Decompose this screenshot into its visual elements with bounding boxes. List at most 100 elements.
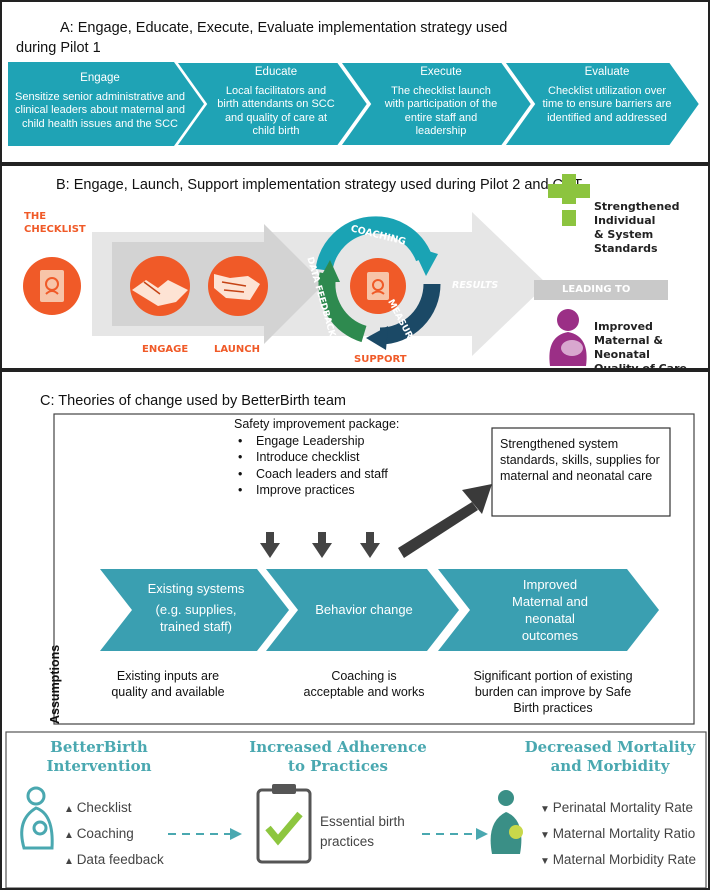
assumptions-label: Assumptions	[48, 644, 62, 724]
outcome-item: ▼ Perinatal Mortality Rate	[540, 800, 693, 815]
outcome-box-line1: Strengthened system	[500, 437, 619, 451]
intervention-item: ▲ Coaching	[64, 826, 134, 841]
head-betterbirth-line2: Intervention	[46, 757, 152, 775]
chevron3-line1: Improved	[522, 577, 578, 592]
leading-to-label: LEADING TO	[562, 284, 631, 295]
step-evaluate-body: Checklist utilization over time to ensur…	[542, 84, 672, 124]
step-educate: Educate Local facilitators and birth att…	[214, 66, 338, 139]
outcome-strengthened-line1: Strengthened	[594, 200, 680, 213]
chevron3-text: Improved Maternal and neonatal outcomes	[470, 576, 630, 644]
clipboard-check-icon	[256, 784, 312, 864]
panel-c: C: Theories of change used by BetterBirt…	[0, 370, 710, 890]
panel-b-graphic	[23, 174, 668, 366]
panel-a-chevrons	[8, 61, 702, 147]
head-mortality-line2: and Morbidity	[550, 757, 670, 775]
outcome-box-line3: maternal and neonatal care	[500, 469, 653, 483]
chevron3-line2: Maternal and	[512, 594, 588, 609]
head-adherence-line1: Increased Adherence	[249, 738, 427, 756]
package-item: Introduce checklist	[234, 449, 399, 466]
chevron2-text: Behavior change	[315, 602, 413, 617]
chevron3-line3: neonatal	[525, 611, 575, 626]
chevron-evaluate	[502, 61, 702, 147]
head-betterbirth-line1: BetterBirth	[50, 738, 148, 756]
assumption-1: Existing inputs are quality and availabl…	[78, 668, 258, 700]
practice-line1: Essential birth	[320, 814, 405, 829]
chevron-behavior-change	[266, 569, 459, 651]
head-adherence-line2: to Practices	[288, 757, 388, 775]
outcome-strengthened-line4: Standards	[594, 242, 658, 255]
results-label: RESULTS	[452, 280, 499, 291]
panel-c-title: C: Theories of change used by BetterBirt…	[40, 393, 347, 409]
checklist-label-line2: CHECKLIST	[24, 224, 86, 235]
panel-b: B: Engage, Launch, Support implementatio…	[0, 164, 710, 370]
intervention-item-label: Checklist	[76, 800, 132, 815]
green-cross-icon	[548, 174, 590, 226]
step-evaluate: Evaluate Checklist utilization over time…	[542, 66, 672, 125]
chevron1-text: Existing systems (e.g. supplies, trained…	[130, 580, 262, 635]
intervention-item: ▲ Checklist	[64, 800, 132, 815]
chevron1-line3: trained staff)	[159, 619, 233, 634]
outcome-box	[491, 427, 671, 517]
package-block: Safety improvement package: Engage Leade…	[234, 416, 399, 499]
mother-baby-green-icon	[490, 790, 523, 854]
chevron-engage	[8, 62, 204, 146]
head-betterbirth: BetterBirth Intervention	[24, 738, 174, 776]
outcome-item: ▼ Maternal Mortality Ratio	[540, 826, 696, 841]
intervention-item: ▲ Data feedback	[64, 852, 164, 867]
intervention-item-label: Coaching	[76, 826, 134, 841]
outcome-strengthened-line2: Individual	[594, 214, 656, 227]
head-mortality-line1: Decreased Mortality	[524, 738, 696, 756]
chevron3-line4: outcomes	[521, 628, 579, 643]
practice-line2: practices	[320, 834, 375, 849]
outcome-item-label: Perinatal Mortality Rate	[552, 800, 693, 815]
step-engage-head: Engage	[80, 72, 120, 84]
support-cycle	[315, 216, 441, 350]
chevron1-line1: Existing systems	[147, 581, 245, 596]
assumption-3: Significant portion of existing burden c…	[448, 668, 658, 716]
step-execute-body: The checklist launch with participation …	[384, 84, 498, 138]
chevron-existing-systems	[100, 569, 289, 651]
stacked-hands-icon	[208, 256, 268, 316]
engage-label: ENGAGE	[142, 344, 189, 355]
package-list: Engage Leadership Introduce checklist Co…	[234, 433, 399, 499]
checklist-circle-icon	[23, 257, 81, 315]
checklist-label-line1: THE	[24, 211, 47, 222]
bottom-frame	[5, 731, 707, 888]
package-item: Engage Leadership	[234, 433, 399, 450]
head-mortality: Decreased Mortality and Morbidity	[510, 738, 708, 776]
step-execute-head: Execute	[420, 66, 462, 78]
outcome-improved-line3: Neonatal	[594, 348, 650, 361]
mother-baby-icon	[549, 309, 587, 366]
launch-label: LAUNCH	[214, 344, 261, 355]
chevron-execute	[338, 61, 534, 147]
checklist-label: THE CHECKLIST	[24, 210, 86, 236]
package-title: Safety improvement package:	[234, 417, 400, 431]
outcome-improved-line1: Improved	[594, 320, 653, 333]
outcome-item: ▼ Maternal Morbidity Rate	[540, 852, 696, 867]
outcome-improved-line4: Quality of Care	[594, 362, 687, 370]
assumption-2: Coaching is acceptable and works	[284, 668, 444, 700]
panel-a-title-line2: during Pilot 1	[16, 40, 101, 56]
outcome-improved: Improved Maternal & Neonatal Quality of …	[594, 320, 687, 370]
outcome-strengthened: Strengthened Individual & System Standar…	[594, 200, 680, 256]
panel-b-title: B: Engage, Launch, Support implementatio…	[56, 177, 583, 193]
down-arrow-icon	[260, 532, 380, 558]
outcome-improved-line2: Maternal &	[594, 334, 663, 347]
outcome-strengthened-line3: & System	[594, 228, 654, 241]
step-evaluate-head: Evaluate	[584, 66, 630, 78]
step-execute: Execute The checklist launch with partic…	[380, 66, 502, 139]
chevron1-line2: (e.g. supplies,	[155, 602, 237, 617]
practice-text: Essential birth practices	[320, 812, 405, 852]
assumption-2-line2: acceptable and works	[303, 685, 425, 699]
theory-frame	[53, 413, 695, 725]
outcome-list: ▼ Perinatal Mortality Rate ▼ Maternal Mo…	[540, 796, 696, 874]
panel-c-graphic	[5, 413, 707, 888]
assumption-3-line2: burden can improve by Safe	[474, 685, 632, 699]
package-item: Improve practices	[234, 482, 399, 499]
intervention-item-label: Data feedback	[76, 852, 164, 867]
outcome-item-label: Maternal Morbidity Rate	[552, 852, 696, 867]
panel-a-title-line1: A: Engage, Educate, Execute, Evaluate im…	[60, 20, 508, 36]
outcome-box-line2: standards, skills, supplies for	[500, 453, 660, 467]
step-engage-body: Sensitize senior administrative and clin…	[15, 90, 185, 130]
panel-a: A: Engage, Educate, Execute, Evaluate im…	[0, 0, 710, 164]
